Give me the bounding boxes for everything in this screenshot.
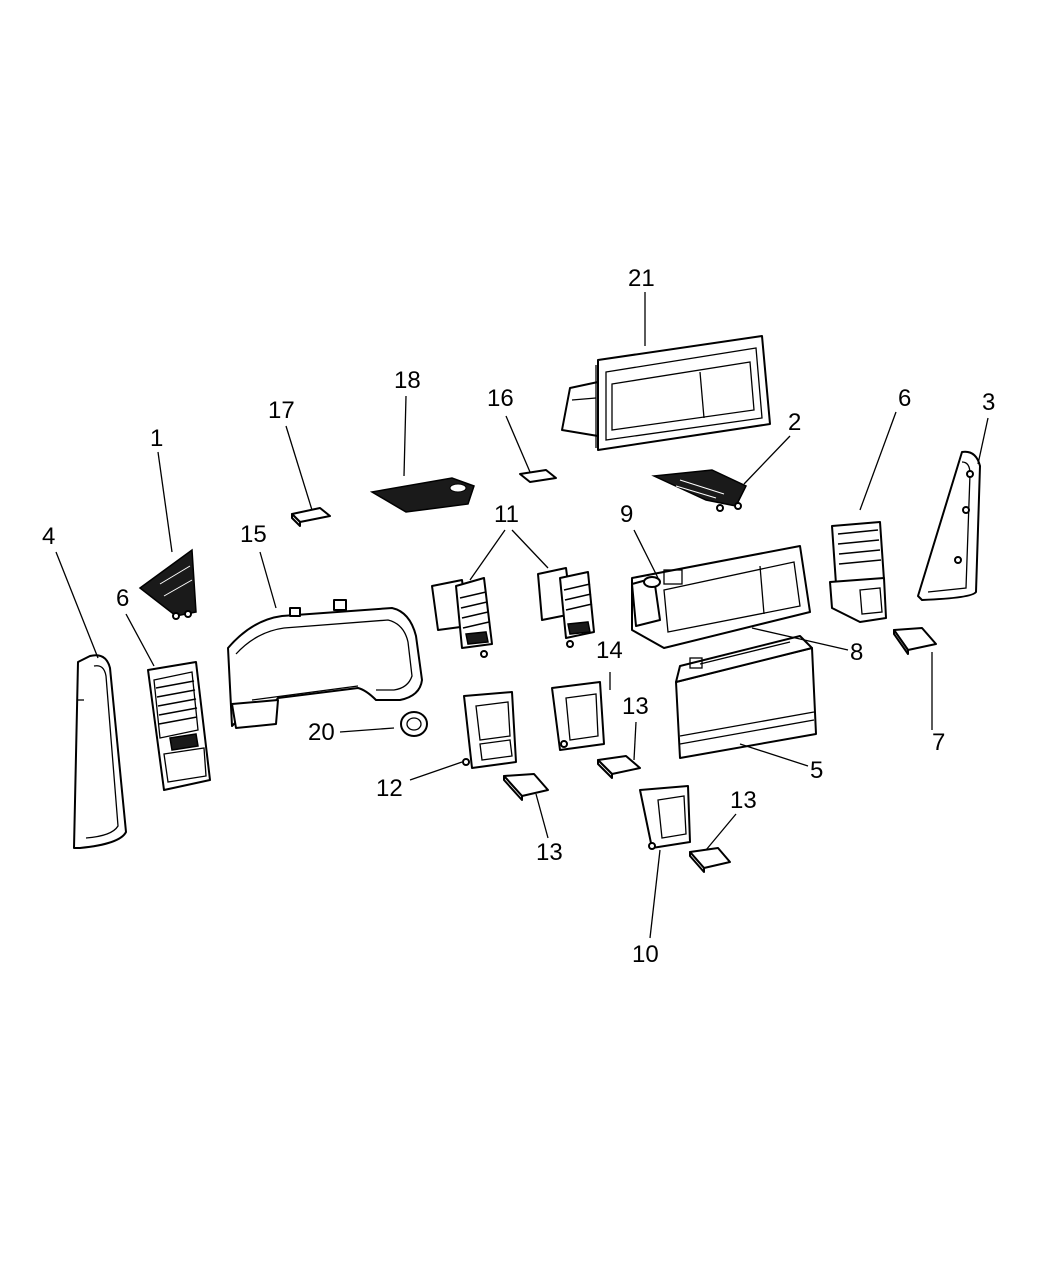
part-12-bezel (462, 691, 517, 769)
callout-6-right: 6 (898, 385, 911, 412)
leader-lines (55, 292, 989, 939)
part-11-center-vent-right (537, 567, 595, 648)
callout-8: 8 (850, 639, 863, 666)
part-20-ring (400, 711, 428, 737)
callout-10: 10 (632, 941, 659, 968)
callout-labels: 21 18 17 16 2 6 3 1 11 9 15 4 6 14 8 13 … (42, 265, 995, 968)
part-11-center-vent-left (431, 577, 493, 658)
callout-16: 16 (487, 385, 514, 412)
callout-17: 17 (268, 397, 295, 424)
callout-18: 18 (394, 367, 421, 394)
callout-5: 5 (810, 757, 823, 784)
part-13-clip-a (503, 773, 549, 801)
part-16-cap (519, 469, 557, 483)
callout-6-left: 6 (116, 585, 129, 612)
part-15-cluster-bezel (227, 599, 423, 729)
callout-7: 7 (932, 729, 945, 756)
callout-3: 3 (982, 389, 995, 416)
callout-20: 20 (308, 719, 335, 746)
part-2-speaker-grille (651, 469, 748, 512)
part-6-left-air-vent (147, 661, 211, 791)
callout-4: 4 (42, 523, 55, 550)
part-6-right-air-vent (829, 521, 887, 623)
part-14-bezel (551, 681, 605, 751)
part-17-cap (291, 507, 331, 527)
callout-15: 15 (240, 521, 267, 548)
part-1-speaker-grille (138, 548, 197, 620)
callout-13-a: 13 (536, 839, 563, 866)
part-9-glovebox-housing (631, 545, 811, 649)
callout-1: 1 (150, 425, 163, 452)
part-21-storage-bin (561, 335, 771, 451)
callout-14: 14 (596, 637, 623, 664)
part-10-bezel (639, 785, 691, 850)
callout-13-c: 13 (730, 787, 757, 814)
part-4-left-end-panel (73, 654, 127, 849)
callout-13-b: 13 (622, 693, 649, 720)
callout-2: 2 (788, 409, 801, 436)
part-5-glovebox-door (675, 635, 817, 759)
callout-12: 12 (376, 775, 403, 802)
callout-11: 11 (494, 501, 519, 528)
part-13-clip-b (597, 755, 641, 779)
part-3-right-end-panel (917, 450, 981, 601)
part-18-top-pad (369, 477, 475, 513)
callout-9: 9 (620, 501, 633, 528)
callout-21: 21 (628, 265, 655, 292)
part-13-clip-c (689, 847, 731, 873)
part-7-clip (893, 627, 937, 655)
